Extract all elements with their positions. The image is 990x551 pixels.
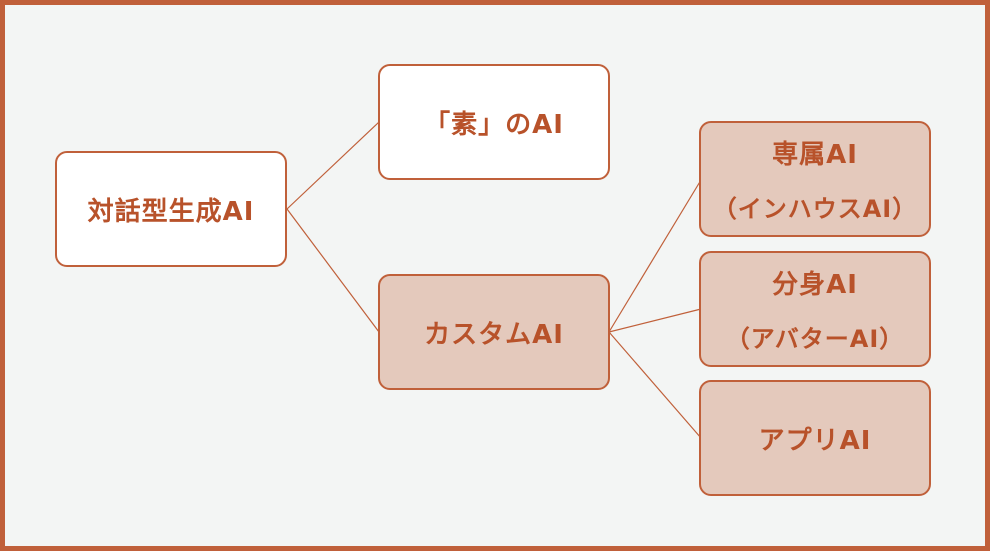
link-custom-app	[608, 331, 702, 439]
node-base-ai: 「素」のAI	[378, 64, 610, 180]
node-bunshin-ai-label: 分身AI	[772, 270, 858, 300]
node-base-ai-label: 「素」のAI	[424, 109, 564, 140]
node-app-ai-label: アプリAI	[758, 425, 872, 456]
node-custom-ai-label: カスタムAI	[424, 319, 564, 350]
link-custom-bunshin	[608, 308, 702, 333]
node-dedicated-ai-sublabel: （インハウスAI）	[712, 195, 918, 223]
link-root-custom	[286, 208, 380, 333]
node-dedicated-ai: 専属AI （インハウスAI）	[699, 121, 931, 237]
node-custom-ai: カスタムAI	[378, 274, 610, 390]
node-bunshin-ai: 分身AI （アバターAI）	[699, 251, 931, 367]
link-custom-dedicated	[608, 179, 702, 333]
link-root-base	[286, 121, 380, 210]
node-bunshin-ai-sublabel: （アバターAI）	[725, 325, 905, 353]
node-root-label: 対話型生成AI	[87, 196, 255, 227]
node-root: 対話型生成AI	[55, 151, 287, 267]
node-app-ai: アプリAI	[699, 380, 931, 496]
node-dedicated-ai-label: 専属AI	[772, 140, 858, 170]
